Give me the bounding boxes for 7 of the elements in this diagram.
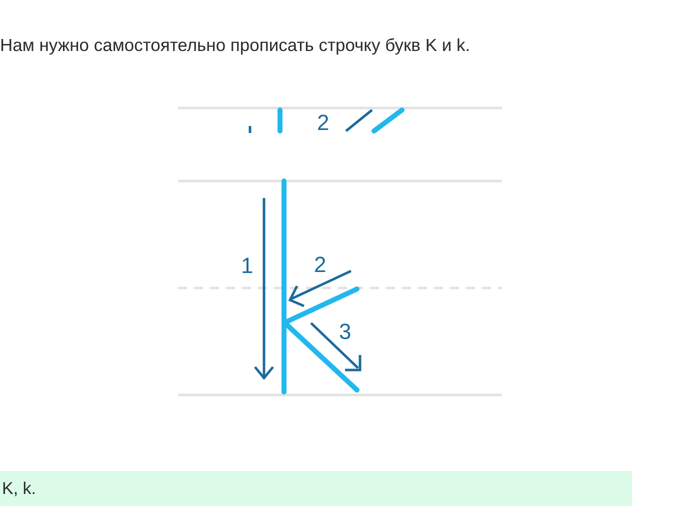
question-text: Нам нужно самостоятельно прописать строчку букв K и k.: [0, 34, 470, 56]
stroke-number: 2: [317, 112, 330, 134]
stroke-number: 2: [314, 254, 326, 276]
answer-text: K, k.: [2, 479, 36, 499]
stroke-number: 1: [241, 255, 254, 277]
stroke-number: 3: [339, 321, 352, 343]
answer-panel: [0, 471, 632, 506]
